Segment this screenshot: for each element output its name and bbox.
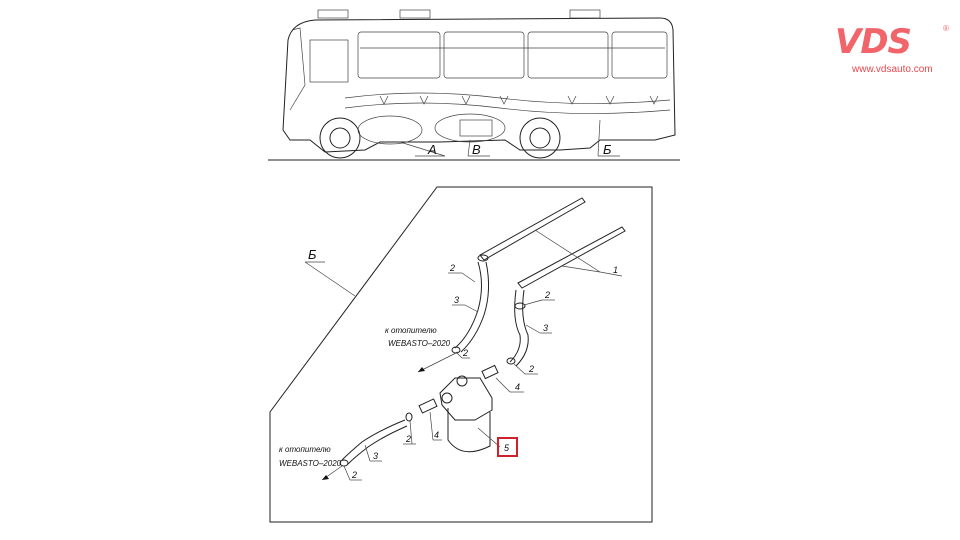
part-2-label: 2 <box>462 348 468 358</box>
part-3-label: 3 <box>373 451 378 461</box>
part-3-label: 3 <box>543 323 548 333</box>
vds-logo: VDS ® www.vdsauto.com <box>835 24 950 80</box>
logo-mark: VDS <box>835 22 912 62</box>
part-2-label: 2 <box>351 470 357 480</box>
part-5-highlight <box>497 437 518 457</box>
part-4-label: 4 <box>434 430 439 440</box>
part-3-label: 3 <box>454 295 459 305</box>
callout-v: В <box>472 142 481 157</box>
note-upper-line1: к отопителю <box>385 326 437 335</box>
detail-view-b: Б 1 2 3 2 к отопителю WEBASTO–2020 2 3 2 <box>269 186 653 523</box>
part-2-label: 2 <box>449 263 455 273</box>
part-4-label: 4 <box>515 382 520 392</box>
note-lower-line1: к отопителю <box>279 445 331 454</box>
logo-url: www.vdsauto.com <box>852 64 933 75</box>
view-label: Б <box>308 247 317 262</box>
registered-mark: ® <box>943 24 949 33</box>
part-2-label: 2 <box>544 290 550 300</box>
part-2-label: 2 <box>528 364 534 374</box>
part-2-label: 2 <box>405 434 411 444</box>
callout-a: A <box>427 142 437 157</box>
part-1-label: 1 <box>613 265 618 275</box>
callout-b: Б <box>603 142 612 157</box>
note-upper-line2: WEBASTO–2020 <box>388 339 451 348</box>
note-lower-line2: WEBASTO–2020 <box>279 459 342 468</box>
part-5-label: 5 <box>504 443 510 453</box>
bus-side-view: A В Б <box>268 9 680 161</box>
